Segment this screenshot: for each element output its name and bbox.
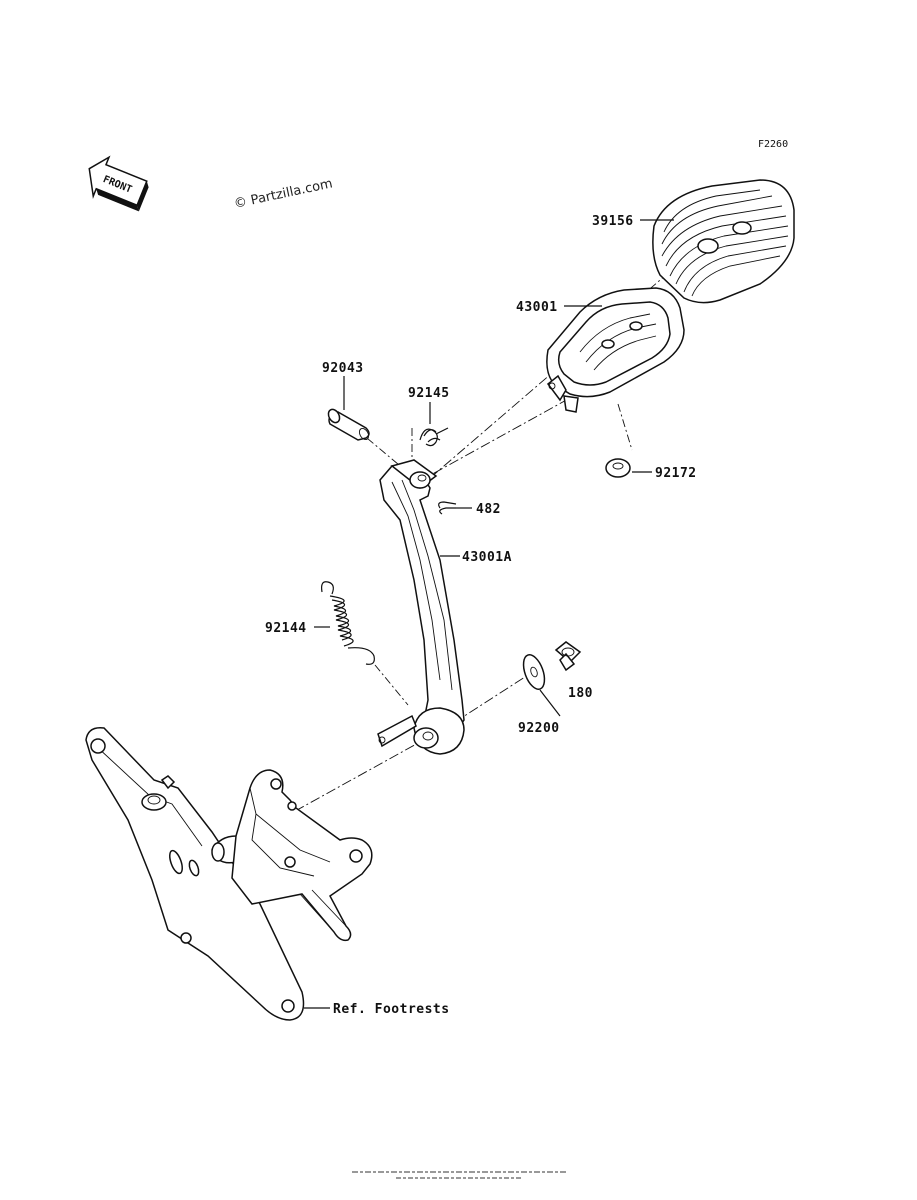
- pedal-plate-43001: [546, 287, 685, 413]
- label-92144: 92144: [265, 621, 307, 636]
- pin-92043: [327, 408, 370, 441]
- label-92145: 92145: [408, 386, 450, 401]
- copyright-fine-print: [352, 1171, 566, 1179]
- leader-lines: [304, 219, 674, 1009]
- label-92172: 92172: [655, 466, 697, 481]
- return-spring-92144: [321, 581, 375, 665]
- spring-92145: [419, 427, 449, 447]
- cotter-pin-482: [438, 501, 457, 515]
- brake-arm-43001A: [377, 459, 465, 755]
- bolt-180: [554, 641, 582, 672]
- label-482: 482: [476, 502, 501, 517]
- label-92200: 92200: [518, 721, 560, 736]
- diagram-code: F2260: [758, 139, 788, 150]
- pedal-pad-39156: [652, 179, 795, 304]
- washer-92172: [605, 458, 631, 478]
- label-43001A: 43001A: [462, 550, 512, 565]
- label-ref-footrests: Ref. Footrests: [333, 1002, 450, 1017]
- label-92043: 92043: [322, 361, 364, 376]
- label-180: 180: [568, 686, 593, 701]
- footrest-bracket: [85, 727, 373, 1021]
- label-43001: 43001: [516, 300, 558, 315]
- watermark: © Partzilla.com: [233, 176, 334, 212]
- label-39156: 39156: [592, 214, 634, 229]
- front-arrow-icon: FRONT: [88, 155, 149, 212]
- washer-92200: [522, 654, 546, 690]
